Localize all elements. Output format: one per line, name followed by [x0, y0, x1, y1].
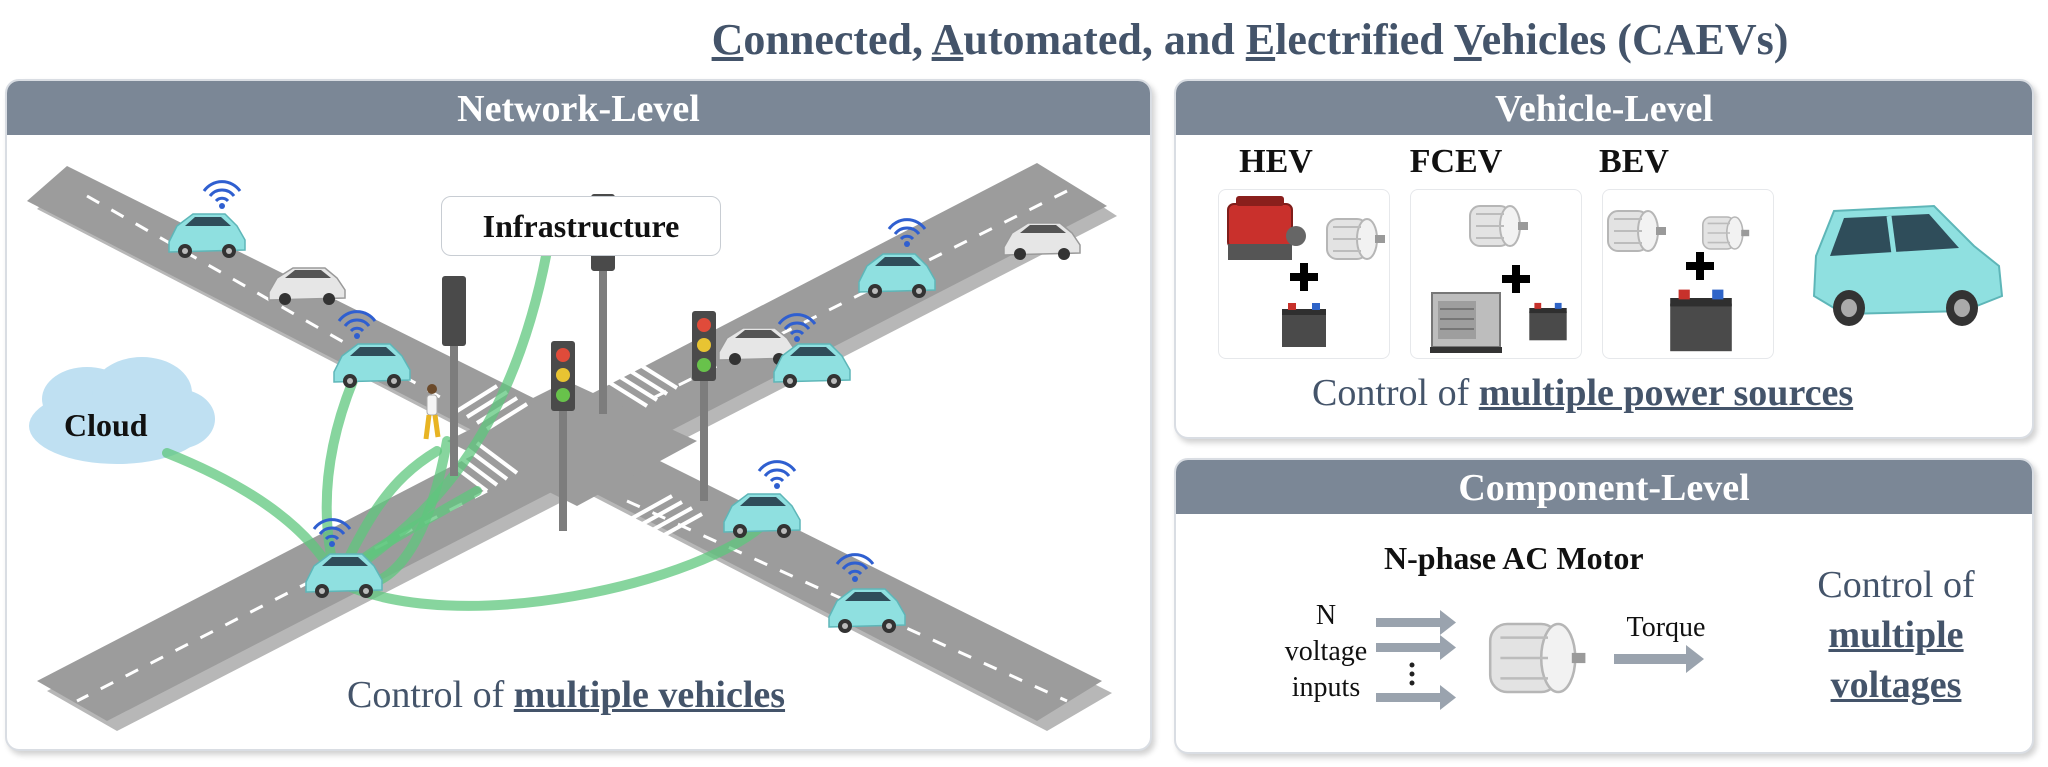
fuel-cell-icon: [1430, 292, 1502, 353]
component-level-panel: Component-Level N-phase AC Motor N volta…: [1174, 458, 2034, 754]
network-level-header: Network-Level: [7, 81, 1150, 135]
vehicle-caption: Control of multiple power sources: [1312, 372, 1854, 414]
plus-icon: [1686, 252, 1714, 280]
plus-icon: [1502, 265, 1530, 293]
electric-motor-icon: [1607, 210, 1667, 252]
battery-icon: [1282, 303, 1326, 347]
cloud-label: Cloud: [64, 407, 148, 443]
torque-arrow: [1614, 645, 1704, 673]
vehicle-type-fcev: FCEV: [1409, 143, 1503, 180]
vehicle-type-hev: HEV: [1239, 143, 1313, 180]
motor-inputs-label: N voltage inputs: [1284, 600, 1368, 703]
title-letter-v: V: [1453, 15, 1482, 64]
battery-icon: [1670, 289, 1732, 352]
component-level-header: Component-Level: [1176, 460, 2032, 514]
electric-motor-icon: [1702, 216, 1750, 250]
vehicle-level-header: Vehicle-Level: [1176, 81, 2032, 135]
title-part-2: utomated, and: [963, 15, 1246, 64]
title-part-4: ehicles (CAEVs): [1481, 15, 1789, 64]
motor-diagram: [1376, 610, 1704, 710]
electric-motor-icon: [1488, 622, 1586, 694]
electric-motor-icon: [1326, 218, 1386, 260]
title-letter-c: C: [711, 15, 744, 64]
pedestrian-icon: [423, 384, 441, 440]
voltage-caption-emphasis-1: multiple: [1828, 614, 1964, 656]
network-level-panel: Network-Level: [5, 79, 1152, 751]
title-part-3: lectrified: [1275, 15, 1454, 64]
vehicle-caption-emphasis: multiple power sources: [1478, 372, 1854, 414]
input-arrows: [1376, 610, 1456, 710]
title-letter-e: E: [1245, 15, 1276, 64]
cloud-icon: [29, 357, 215, 464]
motor-title: N-phase AC Motor: [1384, 540, 1644, 576]
network-caption-emphasis: multiple vehicles: [513, 674, 786, 716]
vehicle-powertrain-illustration: [1227, 196, 2004, 353]
engine-icon: [1227, 196, 1306, 260]
electric-motor-icon: [1469, 205, 1529, 247]
car-icon: [1812, 204, 2004, 326]
network-caption: Control of multiple vehicles: [347, 674, 786, 716]
voltage-caption-emphasis-2: voltages: [1830, 664, 1962, 706]
main-title: Connected, Automated, and Electrified Ve…: [600, 14, 1900, 65]
battery-icon: [1529, 302, 1567, 341]
infrastructure-label: Infrastructure: [441, 196, 721, 256]
title-part-1: onnected,: [743, 15, 932, 64]
intersection-illustration: [27, 163, 1117, 749]
vehicle-level-panel: Vehicle-Level HEV FCEV BEV: [1174, 79, 2034, 439]
torque-label: Torque: [1626, 612, 1706, 643]
vertical-ellipsis-icon: [1409, 662, 1415, 686]
title-letter-a: A: [931, 15, 964, 64]
plus-icon: [1290, 263, 1318, 291]
vehicle-type-bev: BEV: [1599, 143, 1669, 180]
voltage-control-caption: Control of multiple voltages: [1786, 560, 2006, 710]
